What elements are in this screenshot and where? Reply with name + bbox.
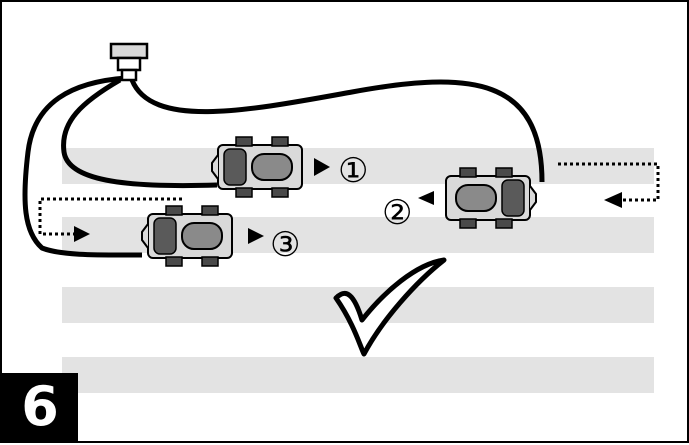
lane-stripe (62, 357, 654, 393)
lane-change-path (558, 162, 660, 202)
track-connector-plug (109, 42, 149, 82)
direction-arrow (418, 191, 434, 205)
race-car (445, 167, 537, 229)
lane-stripe (62, 148, 654, 184)
direction-arrow (248, 228, 264, 244)
track-wire (129, 78, 545, 183)
step-number-badge: 6 (2, 373, 78, 441)
direction-arrow (604, 192, 622, 208)
track-wire (61, 77, 218, 189)
direction-arrow (314, 158, 330, 176)
race-car (211, 136, 303, 198)
marker-1: ① (338, 151, 369, 191)
lane-change-path (38, 197, 182, 236)
track-wire (22, 75, 143, 258)
marker-3: ③ (270, 225, 301, 265)
marker-2: ② (382, 193, 413, 233)
checkmark-icon (333, 257, 447, 357)
direction-arrow (74, 226, 90, 242)
race-car (141, 205, 233, 267)
